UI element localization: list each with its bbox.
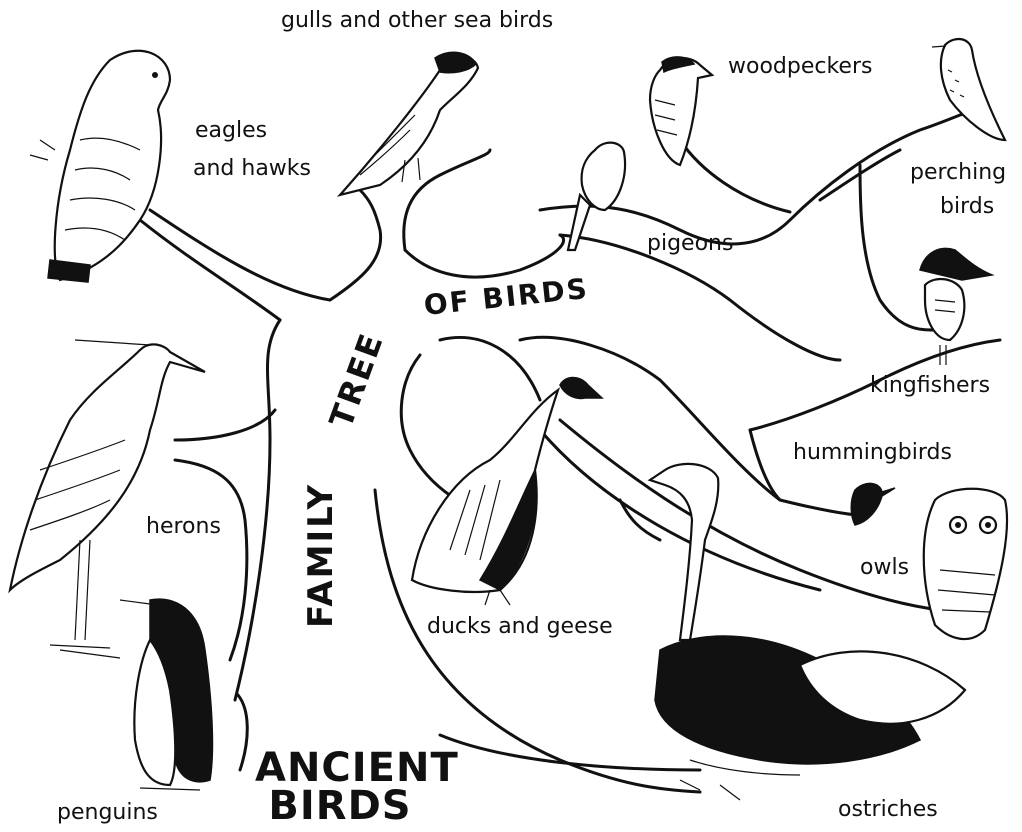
label-ancient: ANCIENT — [255, 748, 425, 788]
owl-illustration — [924, 489, 1007, 639]
label-kingfishers: kingfishers — [870, 373, 990, 399]
pigeon-illustration — [568, 143, 625, 250]
title-family: FAMILY — [301, 483, 341, 628]
gull-illustration — [340, 52, 478, 195]
label-ostriches: ostriches — [838, 797, 938, 823]
label-eagles-line2: and hawks — [193, 156, 311, 182]
label-herons: herons — [146, 514, 221, 540]
woodpecker-illustration — [650, 57, 712, 165]
label-hummingbirds: hummingbirds — [793, 440, 952, 466]
label-perching-line1: perching — [910, 160, 1006, 186]
label-penguins: penguins — [57, 800, 158, 826]
label-pigeons: pigeons — [647, 231, 733, 257]
label-owls: owls — [860, 555, 909, 581]
perching-bird-illustration — [932, 39, 1005, 140]
label-birds: BIRDS — [265, 786, 415, 826]
hummingbird-illustration — [851, 483, 895, 525]
title-tree: TREE — [322, 327, 391, 432]
goose-illustration — [412, 378, 602, 606]
kingfisher-illustration — [920, 248, 992, 365]
penguin-illustration — [120, 599, 212, 790]
label-ducks-and-geese: ducks and geese — [427, 614, 613, 640]
ostrich-illustration — [650, 464, 965, 800]
label-eagles-line1: eagles — [195, 118, 267, 144]
label-woodpeckers: woodpeckers — [728, 54, 872, 80]
eagle-illustration — [30, 51, 170, 282]
label-gulls: gulls and other sea birds — [281, 8, 553, 34]
title-of-birds: OF BIRDS — [422, 272, 590, 322]
label-perching-line2: birds — [940, 194, 994, 220]
